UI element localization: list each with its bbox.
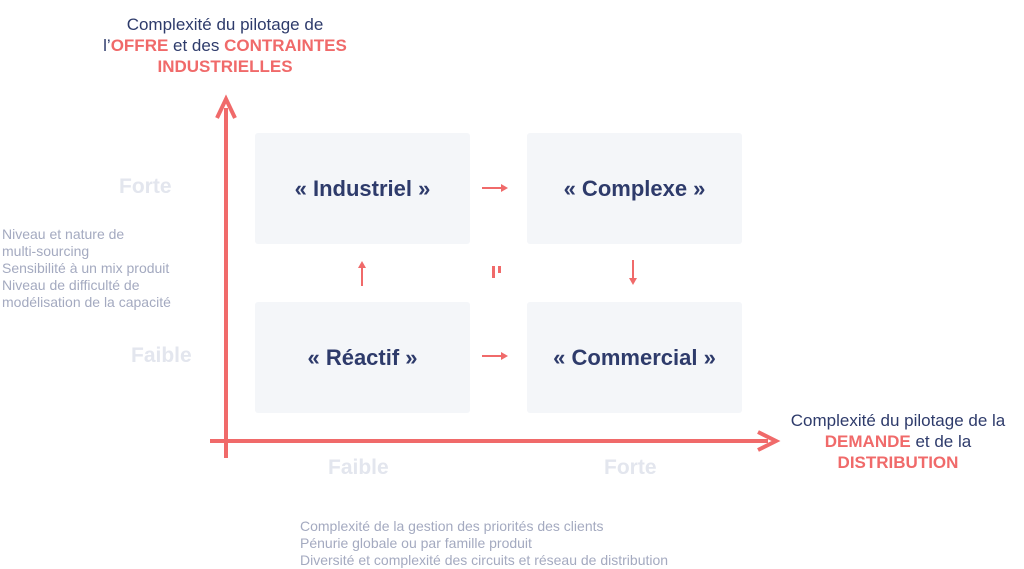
- x-axis-title-demande: DEMANDE: [824, 432, 911, 451]
- y-axis-title-industrielles: INDUSTRIELLES: [157, 57, 293, 76]
- y-axis-title-mid: et des: [168, 36, 225, 55]
- x-axis-title-line2: DEMANDE et de la: [778, 431, 1018, 452]
- arrow-right-bottom-icon: [482, 352, 508, 360]
- y-axis-arrow-icon: [215, 94, 237, 458]
- y-criteria-list: Niveau et nature de multi-sourcing Sensi…: [2, 226, 202, 311]
- quadrant-label: « Réactif »: [307, 344, 418, 370]
- y-criteria-item: modélisation de la capacité: [2, 294, 171, 310]
- y-axis-title-contraintes: CONTRAINTES: [224, 36, 347, 55]
- quadrant-label: « Commercial »: [553, 344, 716, 370]
- arrow-right-top-icon: [482, 184, 508, 192]
- x-axis-title: Complexité du pilotage de la DEMANDE et …: [778, 410, 1018, 473]
- y-criteria-item: Niveau de difficulté de: [2, 277, 140, 293]
- x-axis-arrow-icon: [210, 430, 781, 452]
- x-criteria-list: Complexité de la gestion des priorités d…: [300, 518, 740, 569]
- y-axis-title-offre: OFFRE: [110, 36, 169, 55]
- x-axis-title-line1: Complexité du pilotage de la: [790, 411, 1006, 430]
- quadrant-complexe: « Complexe »: [527, 133, 742, 244]
- quadrant-commercial: « Commercial »: [527, 302, 742, 413]
- y-criteria-item: Niveau et nature de: [2, 226, 125, 242]
- x-level-high: Forte: [604, 456, 657, 479]
- y-level-low: Faible: [131, 344, 192, 367]
- x-criteria-item: Diversité et complexité des circuits et …: [300, 552, 669, 568]
- quadrant-label: « Complexe »: [563, 175, 706, 201]
- y-axis-title-prefix: l’: [103, 36, 111, 55]
- quadrant-industriel: « Industriel »: [255, 133, 470, 244]
- arrow-down-icon: [629, 260, 637, 285]
- y-axis-title-line2: l’OFFRE et des CONTRAINTES: [90, 35, 360, 56]
- tick-mark-icon: [492, 266, 501, 278]
- x-level-low: Faible: [328, 456, 389, 479]
- x-criteria-item: Complexité de la gestion des priorités d…: [300, 518, 604, 534]
- x-axis-title-distribution: DISTRIBUTION: [837, 453, 959, 472]
- y-criteria-item: multi-sourcing: [2, 243, 90, 259]
- quadrant-reactif: « Réactif »: [255, 302, 470, 413]
- quadrant-label: « Industriel »: [294, 175, 431, 201]
- y-level-high: Forte: [119, 175, 172, 198]
- x-criteria-item: Pénurie globale ou par famille produit: [300, 535, 532, 551]
- y-axis-title: Complexité du pilotage de l’OFFRE et des…: [90, 14, 360, 77]
- arrow-up-icon: [358, 261, 366, 286]
- y-criteria-item: Sensibilité à un mix produit: [2, 260, 170, 276]
- y-axis-title-line1: Complexité du pilotage de: [126, 15, 324, 34]
- x-axis-title-mid: et de la: [910, 432, 972, 451]
